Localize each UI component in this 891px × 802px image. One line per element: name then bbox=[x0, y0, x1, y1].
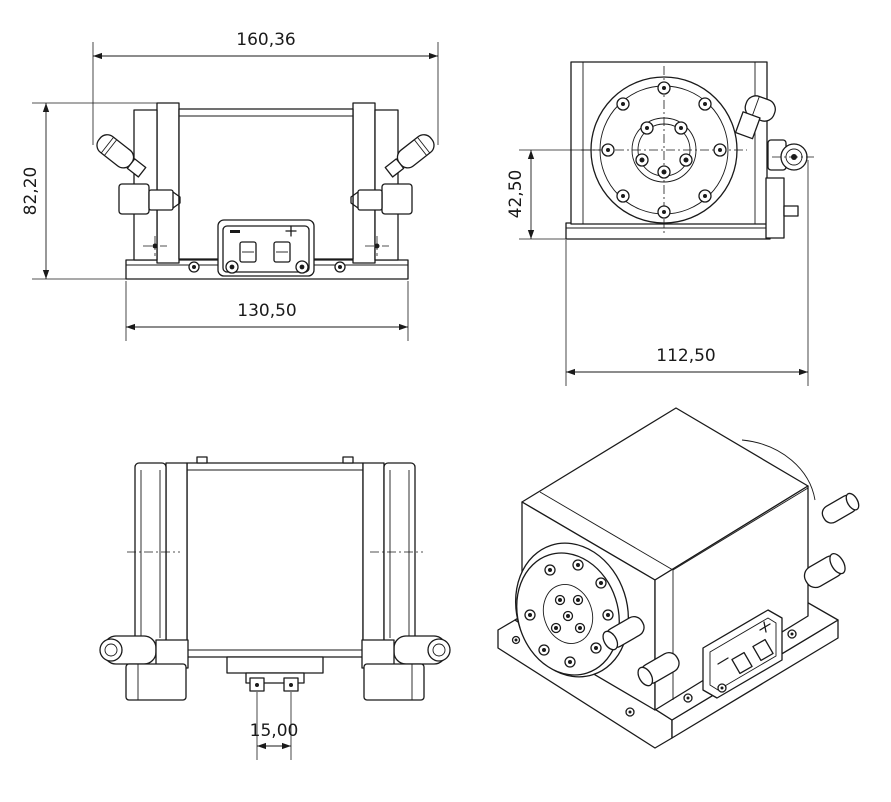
side-view: 42,50 112,50 bbox=[506, 61, 814, 386]
dimension-overall-width: 160,36 bbox=[236, 30, 295, 50]
dimension-axis-height: 42,50 bbox=[506, 170, 526, 219]
top-view: 15,00 bbox=[99, 456, 451, 760]
side-bolt-pattern bbox=[601, 81, 727, 219]
dimension-base-width: 130,50 bbox=[237, 301, 296, 321]
iso-bolt-pattern bbox=[524, 559, 614, 668]
dimension-connector-pitch: 15,00 bbox=[250, 721, 299, 741]
front-screws bbox=[152, 243, 380, 274]
dimension-depth: 112,50 bbox=[656, 346, 715, 366]
isometric-view bbox=[497, 407, 860, 749]
front-view: 160,36 130,50 82,20 bbox=[21, 30, 439, 341]
dimension-height: 82,20 bbox=[21, 167, 41, 216]
